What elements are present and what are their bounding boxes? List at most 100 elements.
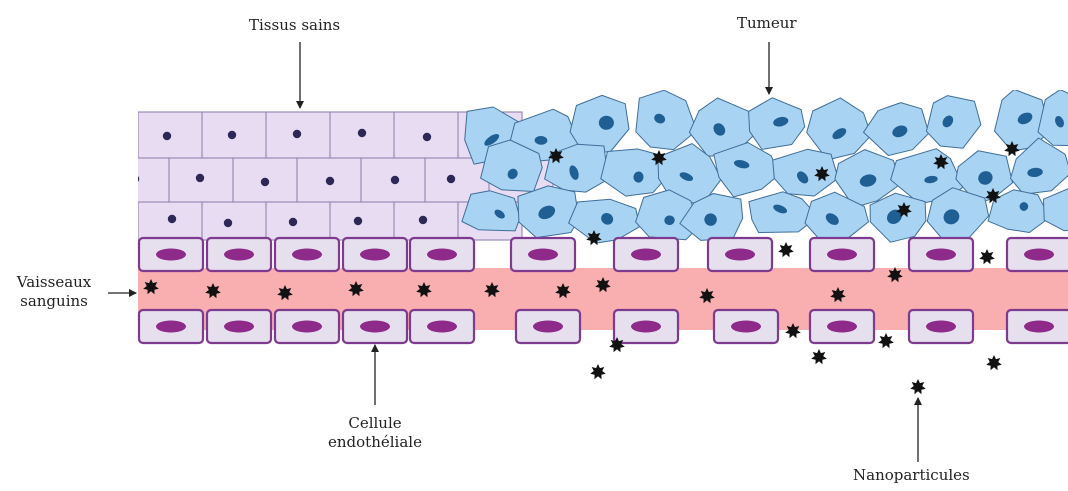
healthy-cell (233, 158, 297, 202)
nanoparticles-label: Nanoparticules (853, 466, 970, 485)
endothelial-cell-nucleus (224, 249, 254, 261)
healthy-tissue-label: Tissus sains (249, 16, 340, 35)
healthy-cell-nucleus (419, 216, 427, 224)
tumor-cell (749, 98, 805, 150)
healthy-cell-nucleus (103, 216, 111, 224)
tumor-cell (807, 98, 871, 160)
nanoparticle (910, 379, 926, 394)
healthy-cell (297, 158, 361, 202)
endothelial-cell (343, 310, 407, 343)
endothelial-cell-nucleus (427, 249, 457, 261)
tumor-tissue (462, 89, 1068, 243)
endothelial-cell (275, 238, 339, 271)
tumor-cell (601, 149, 663, 196)
healthy-cell-nucleus (293, 130, 301, 138)
endothelial-cell-nucleus (224, 321, 254, 333)
healthy-cell-nucleus (326, 177, 334, 185)
endothelial-cell (714, 310, 778, 343)
endothelial-cell-nucleus (827, 321, 857, 333)
endothelial-cell (139, 310, 203, 343)
healthy-cell (330, 112, 394, 158)
healthy-cell (74, 202, 138, 240)
healthy-cell-nucleus (131, 175, 139, 183)
endothelial-cell-nucleus (926, 321, 956, 333)
nanoparticle (878, 333, 894, 348)
healthy-cell-nucleus (391, 176, 399, 184)
nanoparticle (811, 349, 827, 364)
endothelial-cell-nucleus (156, 321, 186, 333)
healthy-cell (138, 202, 202, 240)
endothelial-cell (139, 238, 203, 271)
healthy-cell (202, 112, 266, 158)
healthy-cell-nucleus (228, 131, 236, 139)
healthy-cell (74, 112, 138, 158)
endothelial-cell-nucleus (1024, 249, 1054, 261)
endothelial-cell (511, 238, 575, 271)
nanoparticle (778, 242, 794, 257)
endothelial-cell (810, 310, 874, 343)
endothelial-cell (909, 310, 973, 343)
tumor-cell (864, 103, 929, 156)
vessels-label: Vaisseaux sanguins (6, 273, 102, 311)
endothelial-cell-nucleus (631, 321, 661, 333)
endothelial-cell-nucleus (360, 321, 390, 333)
healthy-cell-nucleus (196, 174, 204, 182)
endothelial-cell (410, 310, 474, 343)
tumor-cell (518, 186, 579, 238)
endothelial-layer-top (139, 238, 1068, 271)
endothelial-cell (207, 238, 271, 271)
tumor-cell (773, 149, 839, 196)
endothelial-cell (708, 238, 772, 271)
endothelial-cell-nucleus (926, 249, 956, 261)
tumor-cell (714, 143, 780, 197)
healthy-cell (169, 158, 233, 202)
healthy-cell (394, 202, 458, 240)
endothelial-cell (207, 310, 271, 343)
endothelial-cell (614, 238, 678, 271)
healthy-cell (266, 202, 330, 240)
healthy-cell (361, 158, 425, 202)
endothelial-cell-nucleus (533, 321, 563, 333)
healthy-cell (105, 158, 169, 202)
endothelial-label-line2: endothéliale (315, 433, 435, 452)
endothelial-cell-nucleus (292, 321, 322, 333)
healthy-cell-nucleus (261, 178, 269, 186)
healthy-cell-nucleus (354, 217, 362, 225)
endothelial-cell (810, 238, 874, 271)
endothelial-cell-nucleus (528, 249, 558, 261)
healthy-cell-nucleus (224, 219, 232, 227)
endothelial-cell (909, 238, 973, 271)
nanoparticle (590, 364, 606, 379)
endothelial-label-line1: Cellule (315, 414, 435, 433)
tumor-cell (1044, 186, 1068, 231)
endothelial-cell-nucleus (156, 249, 186, 261)
healthy-cell-nucleus (98, 133, 106, 141)
endothelial-cell-nucleus (360, 249, 390, 261)
endothelial-cell (516, 310, 580, 343)
endothelial-cell-nucleus (1024, 321, 1054, 333)
endothelial-cell (343, 238, 407, 271)
healthy-cell (138, 112, 202, 158)
endothelial-cell-nucleus (427, 321, 457, 333)
tumor-label: Tumeur (737, 14, 797, 33)
healthy-cell-nucleus (423, 133, 431, 141)
endothelial-cell (410, 238, 474, 271)
nanoparticle (986, 355, 1002, 370)
endothelial-cell (1007, 238, 1068, 271)
healthy-cell-nucleus (168, 215, 176, 223)
nanoparticle (979, 249, 995, 264)
tumor-cell (926, 96, 981, 149)
healthy-cell-nucleus (447, 175, 455, 183)
endothelial-cell-nucleus (725, 249, 755, 261)
endothelial-cell-nucleus (827, 249, 857, 261)
vessels-label-line1: Vaisseaux (6, 273, 102, 292)
endothelial-cell-nucleus (631, 249, 661, 261)
healthy-cell (266, 112, 330, 158)
endothelial-cell-nucleus (731, 321, 761, 333)
healthy-cell-nucleus (289, 218, 297, 226)
vessels-label-line2: sanguins (6, 292, 102, 311)
healthy-cell (202, 202, 266, 240)
endothelial-cell (275, 310, 339, 343)
